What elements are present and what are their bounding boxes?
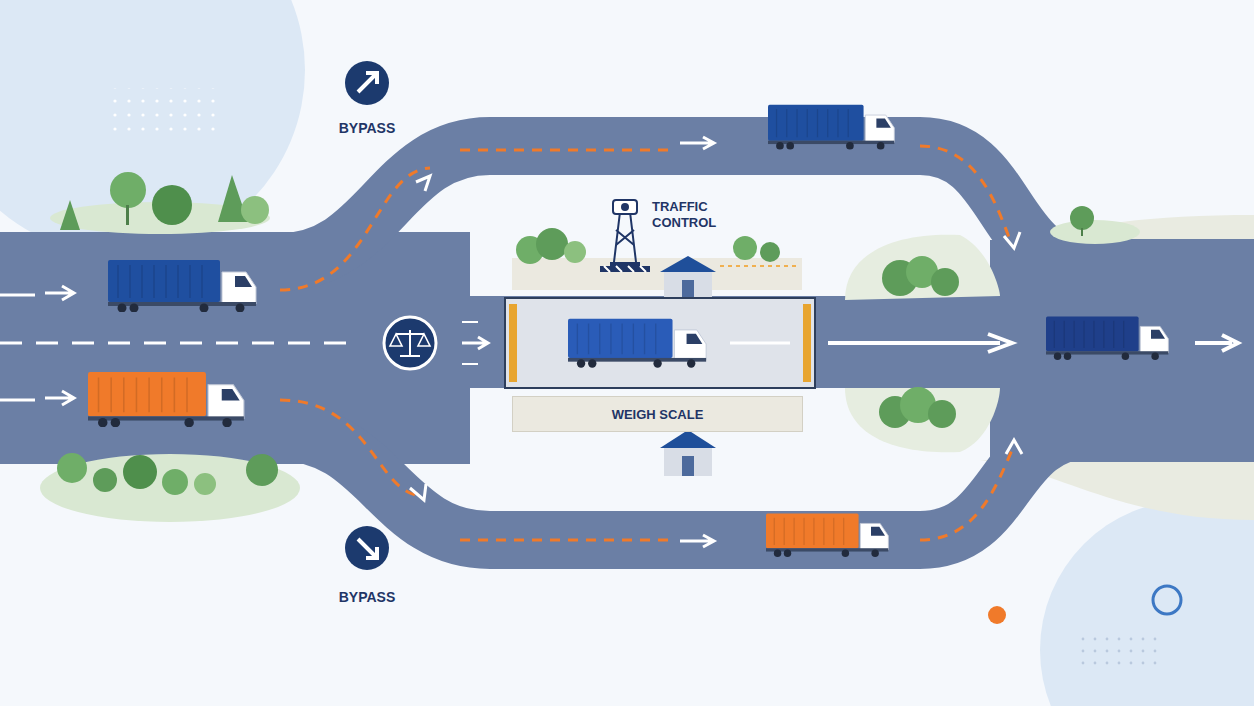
lane-markings <box>0 342 360 345</box>
trees <box>126 205 129 225</box>
trucks <box>568 319 706 368</box>
trucks <box>768 105 894 150</box>
islands <box>928 400 956 428</box>
road <box>990 240 1254 462</box>
station-area <box>660 256 716 272</box>
lane-markings <box>828 334 1012 352</box>
bypass-route-arrows <box>460 539 670 542</box>
bypass-route-arrows <box>680 535 714 547</box>
station-area <box>600 266 650 272</box>
bypass-route-arrows <box>1006 440 1022 454</box>
bypass-route-arrows <box>280 400 420 496</box>
trucks <box>88 105 1168 557</box>
trees <box>57 453 87 483</box>
station-area <box>660 430 716 448</box>
station-area <box>509 304 517 382</box>
bypass-route-arrows <box>1004 232 1020 248</box>
trees <box>194 473 216 495</box>
trees <box>246 454 278 486</box>
icons <box>345 61 389 105</box>
bypass-route-arrows <box>280 168 430 290</box>
lane-markings <box>462 337 488 349</box>
trucks <box>1046 317 1168 360</box>
background-blobs <box>988 606 1006 624</box>
node-text: WEIGH SCALE <box>612 407 704 422</box>
station-area <box>614 212 636 262</box>
bypass-route-arrows <box>460 149 670 152</box>
lane-markings <box>45 391 74 405</box>
station-area <box>564 241 586 263</box>
icons <box>384 317 436 369</box>
station-area <box>720 265 800 267</box>
background-blobs <box>0 0 305 255</box>
trucks <box>766 514 888 557</box>
trees <box>60 200 80 230</box>
lane-markings <box>0 295 35 400</box>
bypass-route-arrows <box>280 137 1022 547</box>
station-area <box>536 228 568 260</box>
icons <box>358 73 377 92</box>
station-area <box>733 236 757 260</box>
station-area <box>730 342 790 345</box>
road <box>420 296 1020 388</box>
trucks <box>88 372 244 427</box>
station-area <box>760 242 780 262</box>
trees <box>40 454 300 522</box>
station-area <box>664 272 712 300</box>
bypass-route-arrows <box>410 484 426 500</box>
weigh-scale-band: WEIGH SCALE <box>512 396 803 432</box>
trees <box>152 185 192 225</box>
bypass-label: BYPASS <box>307 589 427 607</box>
station-area <box>505 298 815 388</box>
trees <box>40 172 1140 522</box>
bypass-route-arrows <box>416 176 430 191</box>
trees <box>1081 228 1083 236</box>
trees <box>1050 220 1140 244</box>
traffic-control-label: TRAFFIC CONTROL <box>652 199 734 232</box>
station-area <box>512 258 802 290</box>
lane-markings <box>1195 335 1238 351</box>
background-blobs <box>1040 500 1254 706</box>
trees <box>123 455 157 489</box>
station-area <box>505 200 815 476</box>
bypass-route-arrows <box>920 146 1010 240</box>
lane-markings <box>45 286 74 300</box>
station-area <box>613 200 637 214</box>
icons <box>390 334 430 346</box>
background-blobs <box>1080 630 1160 670</box>
trees <box>110 172 146 208</box>
background-blobs <box>1153 586 1181 614</box>
trees <box>93 468 117 492</box>
bypass-route-arrows <box>680 137 714 149</box>
islands <box>845 235 1000 300</box>
islands <box>931 268 959 296</box>
icons <box>358 539 377 558</box>
station-area <box>604 266 646 272</box>
background-blobs <box>108 88 218 138</box>
islands <box>845 388 1000 452</box>
road <box>0 146 1254 540</box>
trucks <box>108 260 256 313</box>
icons <box>345 526 389 570</box>
trees <box>241 196 269 224</box>
trees <box>1070 206 1094 230</box>
trees <box>162 469 188 495</box>
station-area <box>621 203 629 211</box>
road <box>0 232 470 464</box>
station-area <box>682 456 694 476</box>
bypass-route-arrows <box>920 450 1012 540</box>
station-area <box>664 448 712 476</box>
bypass-label: BYPASS <box>307 120 427 138</box>
icons <box>345 61 436 570</box>
station-area <box>803 304 811 382</box>
